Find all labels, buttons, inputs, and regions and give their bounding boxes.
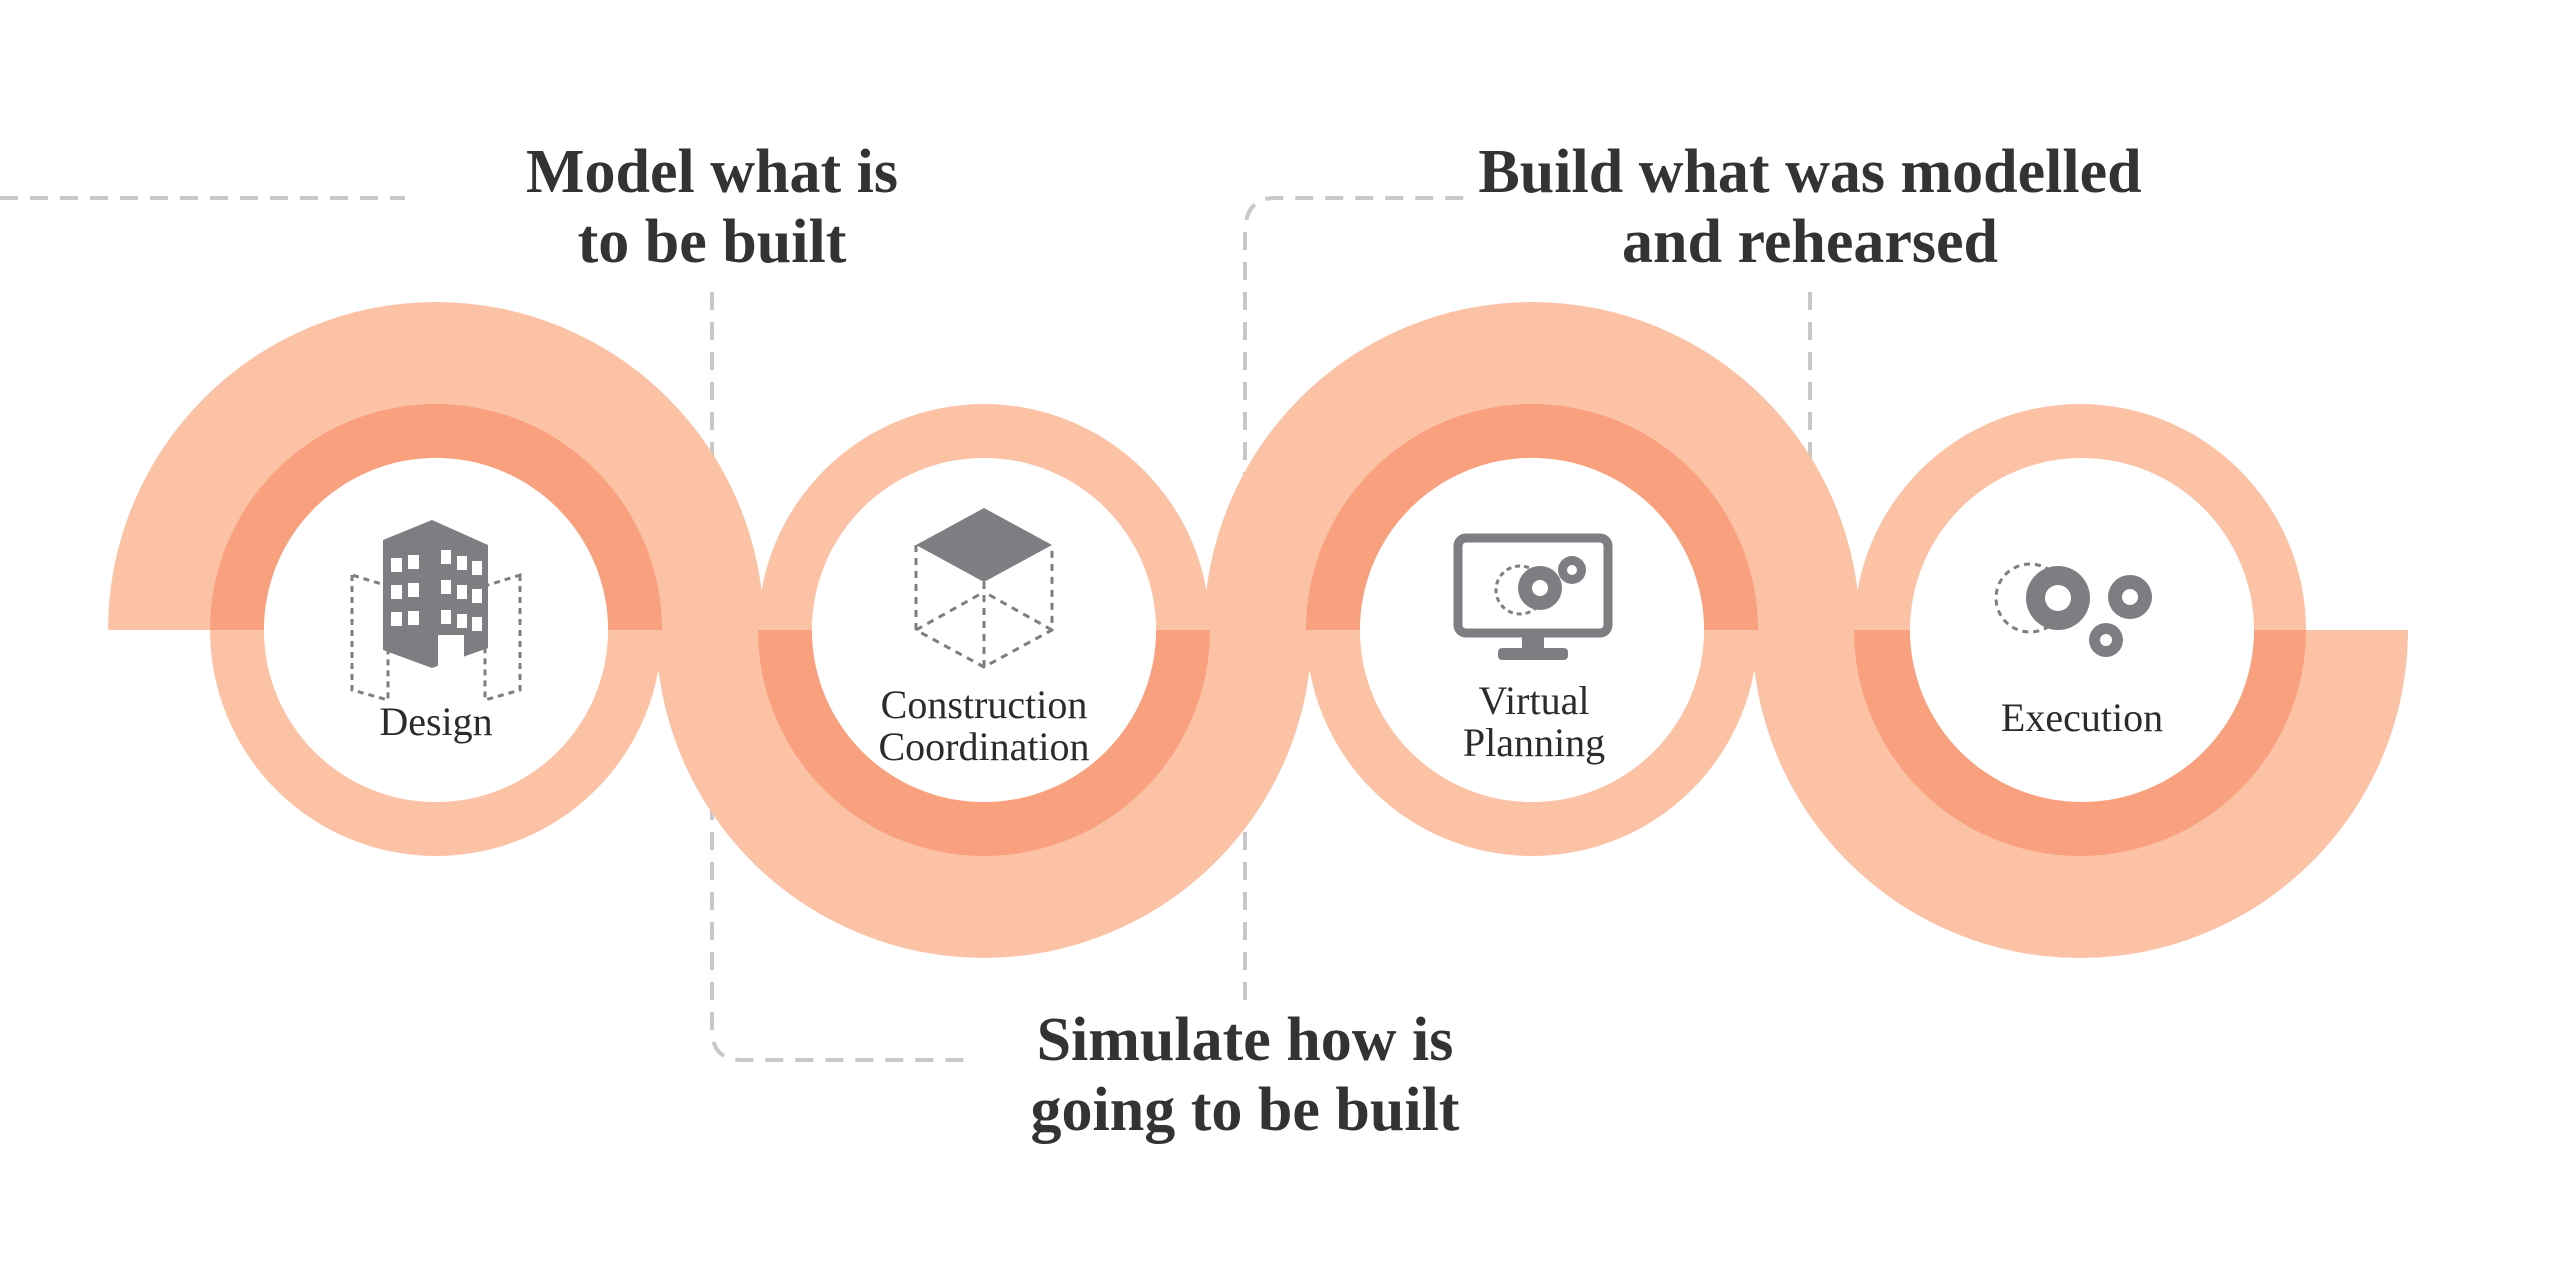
heading-model-line1: Model what is: [526, 138, 898, 206]
guide-lines: [0, 196, 1812, 1062]
design-inner-band: [210, 404, 662, 630]
stage-label-planning: Planning: [1463, 720, 1605, 765]
execution-inner-band: [1854, 630, 2306, 856]
execution-circle: [1910, 458, 2254, 802]
stage-label-coordination: Coordination: [878, 724, 1089, 769]
stage-label-design: Design: [379, 699, 492, 744]
heading-simulate-line1: Simulate how is: [1037, 1006, 1454, 1074]
execution-band: [1752, 630, 2408, 958]
stage-label-construction: Construction: [881, 682, 1088, 727]
heading-model-line2: to be built: [578, 208, 847, 276]
building-icon: [350, 520, 522, 702]
execution-upper-ring: [1854, 404, 2306, 630]
planning-band: [1204, 302, 1860, 630]
stage-labels: Design Construction Coordination Virtual…: [379, 678, 2163, 769]
wave-ribbon: [108, 302, 2408, 958]
heading-build-line1: Build what was modelled: [1478, 138, 2141, 206]
planning-inner-band: [1306, 404, 1758, 630]
coordination-circle: [812, 458, 1156, 802]
coordination-inner-band: [758, 630, 1210, 856]
phase-headings: Model what is to be built Build what was…: [526, 138, 2142, 1144]
design-band: [108, 302, 764, 630]
coordination-band: [656, 630, 1312, 958]
stage-label-virtual: Virtual: [1479, 678, 1590, 723]
monitor-gears-icon: [1453, 533, 1613, 660]
heading-build-line2: and rehearsed: [1622, 208, 1998, 276]
gears-icon: [1994, 562, 2152, 657]
wireframe-cube-icon: [914, 508, 1054, 669]
design-lower-ring: [210, 630, 662, 856]
planning-lower-ring: [1306, 630, 1758, 856]
heading-simulate-line2: going to be built: [1031, 1076, 1460, 1144]
coordination-upper-ring: [758, 404, 1210, 630]
stage-label-execution: Execution: [2001, 695, 2163, 740]
